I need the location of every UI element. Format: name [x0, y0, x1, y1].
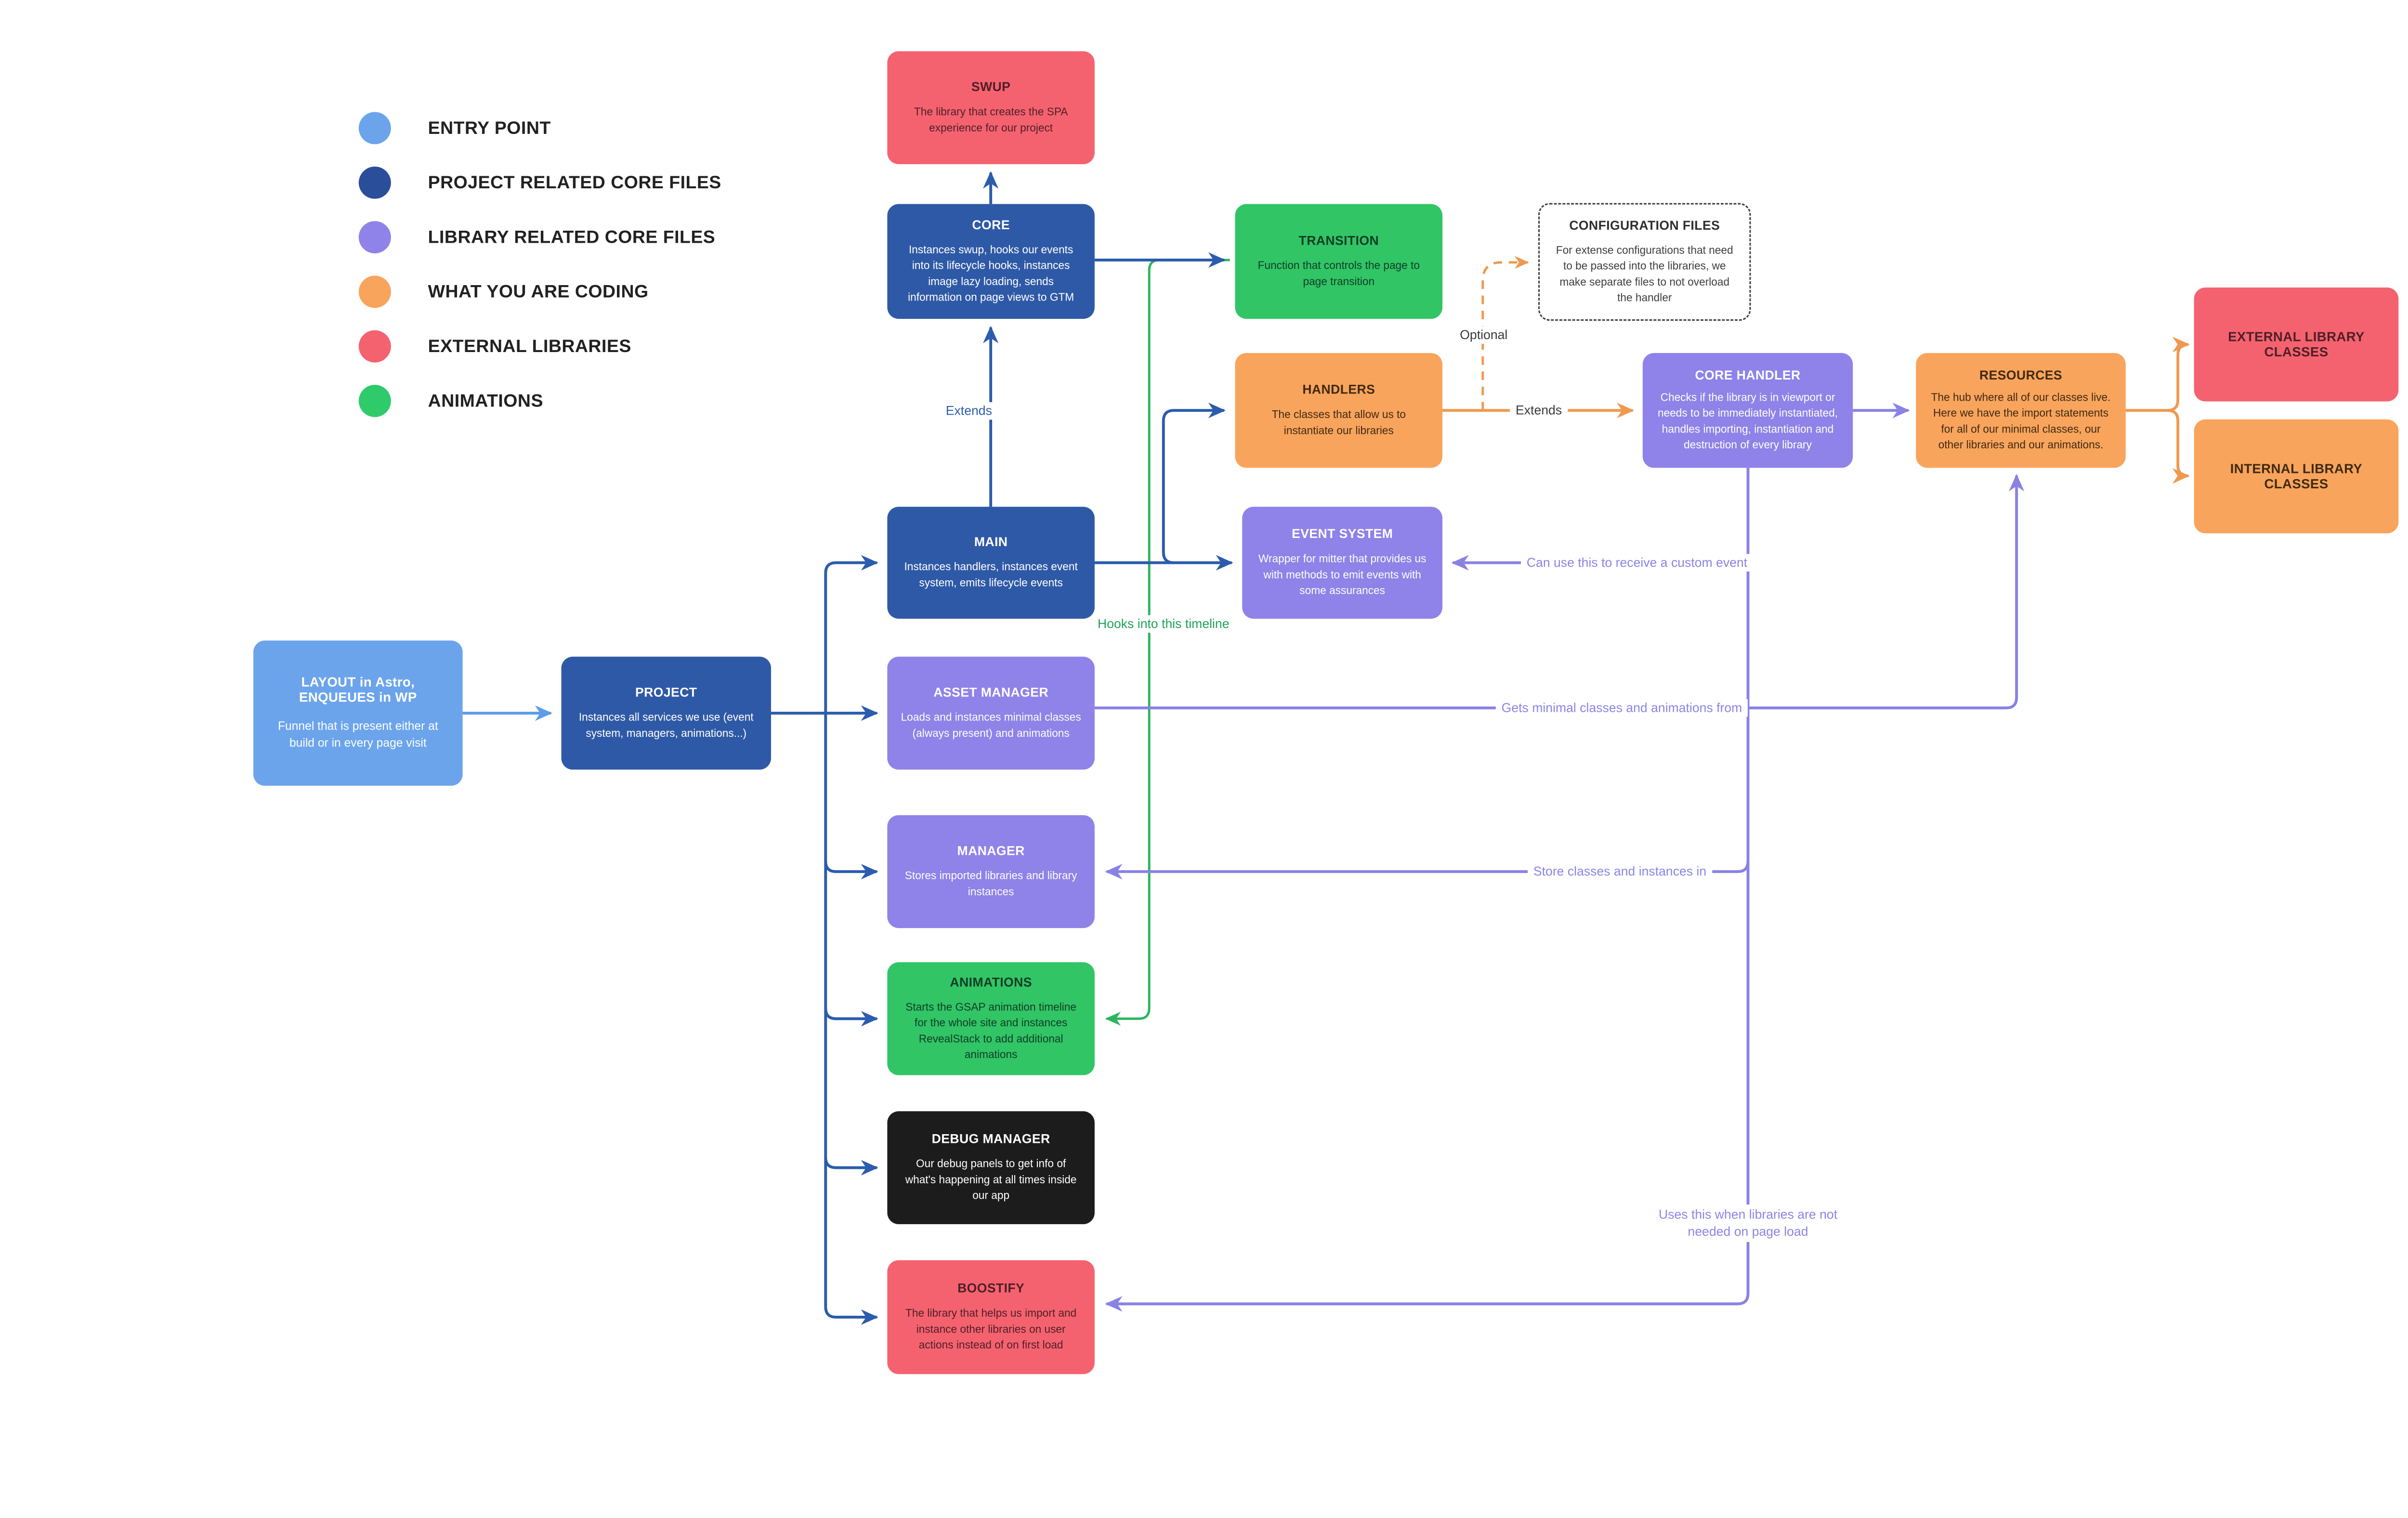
node-body: Instances swup, hooks our events into it…	[908, 243, 1074, 303]
node-debug-manager[interactable]: DEBUG MANAGER Our debug panels to get in…	[887, 1111, 1095, 1224]
node-body: Loads and instances minimal classes (alw…	[901, 711, 1081, 739]
node-swup[interactable]: SWUP The library that creates the SPA ex…	[887, 51, 1095, 164]
edge-label-optional: Optional	[1454, 326, 1514, 344]
coding-color-icon	[358, 275, 391, 308]
node-asset-manager[interactable]: ASSET MANAGER Loads and instances minima…	[887, 656, 1095, 770]
node-body: Funnel that is present either at build o…	[277, 719, 438, 750]
library-core-color-icon	[358, 221, 391, 254]
node-title: EVENT SYSTEM	[1292, 527, 1393, 541]
edge-transition-to-animations	[1105, 259, 1230, 1026]
edge-resources-to-internal	[2167, 409, 2190, 484]
edge-trunk-to-manager	[824, 861, 878, 879]
edge-label-extends-handler: Extends	[1510, 401, 1568, 419]
edge-label-hooks-timeline: Hooks into this timeline	[1092, 615, 1235, 633]
node-body: Starts the GSAP animation timeline for t…	[905, 1000, 1077, 1060]
edge-resources-to-external	[2167, 337, 2190, 412]
node-manager[interactable]: MANAGER Stores imported libraries and li…	[887, 815, 1095, 929]
edge-trunk-to-main	[824, 555, 878, 574]
node-title: BOOSTIFY	[957, 1281, 1025, 1296]
edge-label-store-classes: Store classes and instances in	[1528, 863, 1713, 881]
node-body: The classes that allow us to instantiate…	[1271, 408, 1406, 436]
node-body: Function that controls the page to page …	[1257, 259, 1420, 288]
legend-label: WHAT YOU ARE CODING	[428, 281, 649, 302]
edge-optional-config	[1481, 256, 1529, 411]
node-body: Wrapper for mitter that provides us with…	[1258, 552, 1426, 597]
node-body: Instances handlers, instances event syst…	[904, 560, 1078, 589]
node-body: For extense configurations that need to …	[1556, 244, 1733, 304]
legend-item-external-libraries: EXTERNAL LIBRARIES	[358, 330, 631, 363]
project-core-color-icon	[358, 166, 391, 199]
legend-item-entry-point: ENTRY POINT	[358, 112, 551, 144]
node-project[interactable]: PROJECT Instances all services we use (e…	[561, 656, 771, 770]
edge-label-gets-minimal: Gets minimal classes and animations from	[1495, 699, 1748, 717]
edge-trunk-to-debug	[824, 1157, 878, 1176]
node-title: RESOURCES	[1979, 368, 2063, 382]
legend-label: ENTRY POINT	[428, 118, 551, 138]
edge-label-extends-core: Extends	[940, 402, 998, 420]
edge-label-uses-when: Uses this when libraries are not needed …	[1637, 1204, 1858, 1242]
node-title: ASSET MANAGER	[933, 685, 1048, 700]
node-title: SWUP	[971, 79, 1011, 94]
node-main[interactable]: MAIN Instances handlers, instances event…	[887, 507, 1095, 619]
node-title: INTERNAL LIBRARY CLASSES	[2230, 461, 2363, 491]
edge-trunk-to-animations	[824, 1008, 878, 1027]
node-body: Stores imported libraries and library in…	[904, 869, 1077, 898]
legend-label: EXTERNAL LIBRARIES	[428, 336, 631, 356]
edge-trunk-to-boostify	[824, 1307, 878, 1325]
legend-label: ANIMATIONS	[428, 391, 543, 411]
node-title: ANIMATIONS	[950, 975, 1032, 990]
node-title: MAIN	[974, 535, 1008, 550]
edge-main-to-handlers	[1162, 403, 1226, 564]
edge-core-handler-to-manager	[1105, 861, 1750, 879]
legend-item-animations: ANIMATIONS	[358, 385, 543, 418]
node-title: CORE HANDLER	[1695, 368, 1801, 382]
node-title: EXTERNAL LIBRARY CLASSES	[2228, 329, 2365, 359]
node-external-library-classes[interactable]: EXTERNAL LIBRARY CLASSES	[2194, 288, 2399, 402]
node-core[interactable]: CORE Instances swup, hooks our events in…	[887, 204, 1095, 319]
external-libraries-color-icon	[358, 330, 391, 363]
node-body: Our debug panels to get info of what's h…	[905, 1157, 1077, 1202]
node-title: DEBUG MANAGER	[931, 1132, 1050, 1146]
edge-asset-to-resources	[1094, 474, 2025, 709]
node-body: Instances all services we use (event sys…	[578, 711, 754, 739]
node-handlers[interactable]: HANDLERS The classes that allow us to in…	[1235, 353, 1443, 468]
node-core-handler[interactable]: CORE HANDLER Checks if the library is in…	[1642, 353, 1853, 468]
edge-label-custom-event: Can use this to receive a custom event	[1521, 554, 1754, 572]
legend-label: LIBRARY RELATED CORE FILES	[428, 227, 716, 247]
node-event-system[interactable]: EVENT SYSTEM Wrapper for mitter that pro…	[1242, 507, 1443, 619]
node-title: LAYOUT in Astro, ENQUEUES in WP	[299, 674, 417, 705]
node-title: CONFIGURATION FILES	[1569, 218, 1720, 233]
entry-point-color-icon	[358, 112, 391, 144]
node-body: The library that creates the SPA experie…	[914, 105, 1068, 134]
node-body: The hub where all of our classes live. H…	[1931, 391, 2111, 451]
node-boostify[interactable]: BOOSTIFY The library that helps us impor…	[887, 1260, 1095, 1374]
node-layout[interactable]: LAYOUT in Astro, ENQUEUES in WP Funnel t…	[253, 641, 463, 786]
node-animations[interactable]: ANIMATIONS Starts the GSAP animation tim…	[887, 962, 1095, 1075]
node-transition[interactable]: TRANSITION Function that controls the pa…	[1235, 204, 1443, 319]
edge-core-handler-to-boostify	[1105, 468, 1750, 1312]
legend-label: PROJECT RELATED CORE FILES	[428, 172, 721, 193]
node-resources[interactable]: RESOURCES The hub where all of our class…	[1916, 353, 2126, 468]
animations-color-icon	[358, 385, 391, 418]
node-title: MANAGER	[957, 843, 1025, 858]
node-configuration-files[interactable]: CONFIGURATION FILES For extense configur…	[1538, 203, 1751, 321]
legend-item-project-core: PROJECT RELATED CORE FILES	[358, 166, 721, 199]
node-title: PROJECT	[635, 685, 697, 700]
node-title: TRANSITION	[1298, 233, 1379, 248]
node-internal-library-classes[interactable]: INTERNAL LIBRARY CLASSES	[2194, 419, 2399, 534]
node-title: CORE	[972, 218, 1010, 232]
node-title: HANDLERS	[1302, 382, 1375, 397]
node-body: Checks if the library is in viewport or …	[1657, 391, 1838, 451]
legend-item-library-core: LIBRARY RELATED CORE FILES	[358, 221, 716, 254]
node-body: The library that helps us import and ins…	[905, 1307, 1077, 1351]
legend-item-coding: WHAT YOU ARE CODING	[358, 275, 649, 308]
